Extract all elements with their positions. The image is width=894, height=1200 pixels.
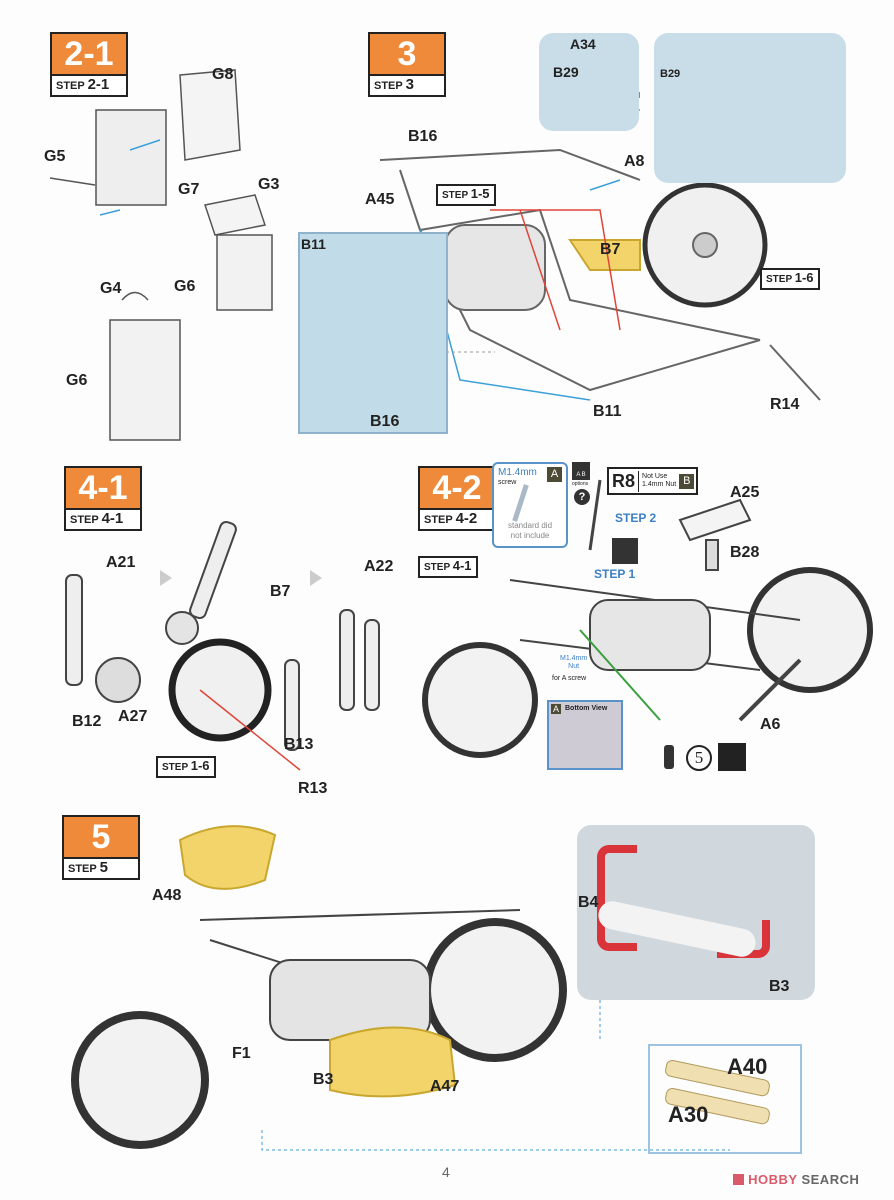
step-ref-1-5: STEP 1-5 [436, 184, 496, 206]
part-label: R13 [298, 780, 328, 797]
part-label: A45 [365, 191, 395, 208]
part-label: B13 [284, 736, 314, 753]
part-label: B3 [313, 1071, 334, 1088]
part-label: A25 [730, 484, 760, 501]
screw-icon [512, 484, 529, 522]
part-label: A8 [624, 153, 645, 170]
part-label: B16 [370, 413, 400, 430]
option-b-badge: B [679, 473, 695, 489]
screw-note: standard did [507, 521, 553, 530]
inset-a34-b29 [539, 33, 639, 131]
screw-size: M1.4mm [498, 467, 537, 478]
bottom-view-title: Bottom View [565, 705, 608, 712]
part-label: A6 [760, 716, 781, 733]
part-label: B16 [408, 128, 438, 145]
step-ref-4-1: STEP 4-1 [418, 556, 478, 578]
screw-note: not include [510, 531, 550, 540]
bottom-view-inset: A Bottom View [547, 700, 623, 770]
part-r8: R8 [609, 470, 640, 492]
motorcycle-step5-drawing [71, 825, 567, 1149]
part-label: A22 [364, 558, 394, 575]
part-label: B11 [301, 236, 326, 252]
page-number: 4 [442, 1164, 450, 1180]
part-label: A21 [106, 554, 136, 571]
part-label: A30 [668, 1102, 709, 1127]
no-glue-icon [612, 538, 638, 564]
motorcycle-step42-drawing [422, 479, 873, 758]
front-fork-drawing [65, 520, 380, 751]
watermark: HOBBY SEARCH [733, 1172, 859, 1187]
next-step-number: 5 [686, 745, 712, 771]
step-ref-1-6: STEP 1-6 [760, 268, 820, 290]
red-guide-lines [490, 209, 621, 331]
options-label: options [572, 481, 589, 487]
part-label: G8 [212, 66, 234, 83]
part-label: B4 [578, 894, 599, 911]
part-label: A27 [118, 708, 148, 725]
nut-note-sub: for A screw [552, 675, 587, 682]
part-label: G6 [174, 278, 196, 295]
part-label: B29 [660, 68, 681, 80]
part-label: B7 [600, 241, 621, 258]
option-a-badge: A [547, 467, 562, 482]
inset-frame-detail [298, 232, 448, 434]
frame-assembly-step3 [379, 148, 821, 401]
part-label: G5 [44, 148, 66, 165]
part-label: R14 [770, 396, 800, 413]
inset-b29-installed [654, 33, 846, 183]
options-icon: A B [572, 462, 590, 480]
decal-icon [664, 745, 674, 769]
part-label: G3 [258, 176, 280, 193]
dotted-guide [261, 1000, 730, 1151]
part-label: A47 [430, 1078, 460, 1095]
part-label: A34 [570, 36, 596, 52]
photo-b4-b3 [577, 825, 815, 1000]
parts-a40-a30 [665, 1059, 770, 1125]
battery-box-drawing [49, 69, 273, 441]
screw-note-box: M1.4mm screw A standard did not include [492, 462, 568, 548]
part-label: G4 [100, 280, 122, 297]
part-label: A48 [152, 887, 182, 904]
step-hint-1: STEP 1 [594, 567, 636, 581]
question-icon: ? [574, 489, 590, 505]
part-label: G7 [178, 181, 200, 198]
step-hint-2: STEP 2 [615, 511, 657, 525]
parts-box [648, 1044, 802, 1154]
part-label: G6 [66, 372, 88, 389]
part-label: B11 [593, 403, 622, 420]
part-label: B3 [769, 978, 790, 995]
step-ref-1-6: STEP 1-6 [156, 756, 216, 778]
paint-icon [718, 743, 746, 771]
part-label: B7 [270, 583, 291, 600]
part-label: F1 [232, 1045, 251, 1062]
screw-label: screw [498, 479, 517, 486]
part-label: B12 [72, 713, 102, 730]
watermark-logo-icon [733, 1174, 744, 1185]
option-a-badge: A [551, 704, 562, 714]
part-label: B29 [553, 64, 579, 80]
part-label: A40 [727, 1054, 768, 1079]
part-label: B28 [730, 544, 760, 561]
